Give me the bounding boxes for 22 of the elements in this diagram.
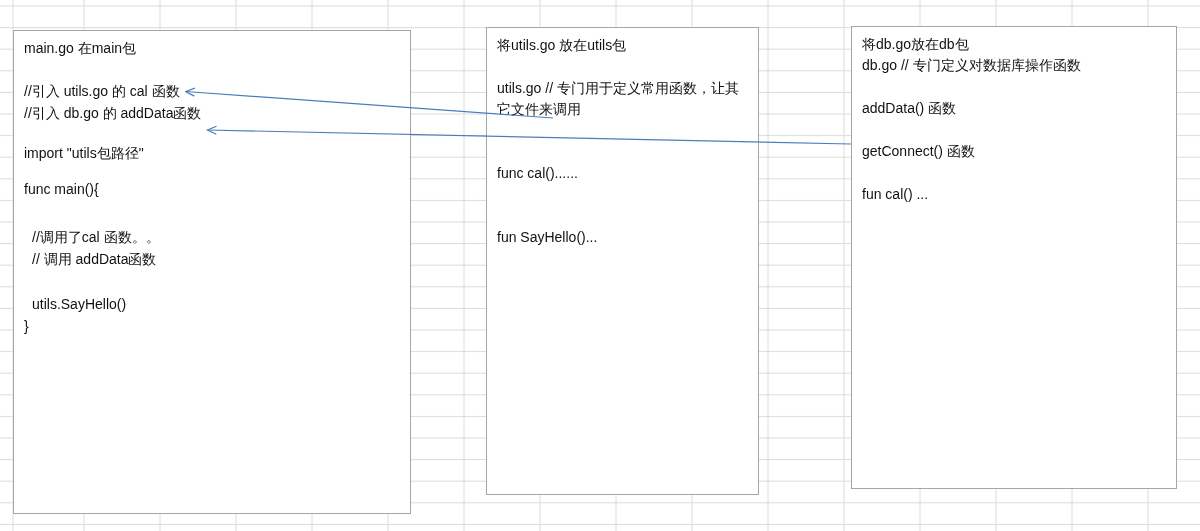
code-line: import "utils包路径"	[24, 144, 144, 162]
code-comment: //引入 db.go 的 addData函数	[24, 103, 202, 124]
text-box	[486, 27, 759, 495]
code-line: db.go // 专门定义对数据库操作函数	[862, 56, 1081, 74]
text-box	[851, 26, 1177, 489]
code-line: func cal()......	[497, 164, 578, 182]
arrow	[206, 125, 852, 145]
code-line: //调用了cal 函数。。	[32, 228, 160, 246]
code-line: fun cal() ...	[862, 185, 929, 203]
code-line: // 调用 addData函数	[32, 250, 157, 268]
code-comment: //引入 utils.go 的 cal 函数	[24, 81, 180, 102]
code-line: func main(){	[24, 180, 99, 198]
note-heading: 将db.go放在db包	[862, 35, 969, 53]
text-box	[13, 30, 411, 514]
code-line: addData() 函数	[862, 99, 957, 117]
arrow	[185, 87, 554, 119]
note-heading: 将utils.go 放在utils包	[497, 36, 627, 54]
code-line: getConnect() 函数	[862, 142, 975, 160]
note-heading: main.go 在main包	[24, 39, 137, 57]
code-line: fun SayHello()...	[497, 228, 598, 246]
code-line: }	[24, 317, 29, 335]
code-line: utils.SayHello()	[32, 295, 127, 313]
